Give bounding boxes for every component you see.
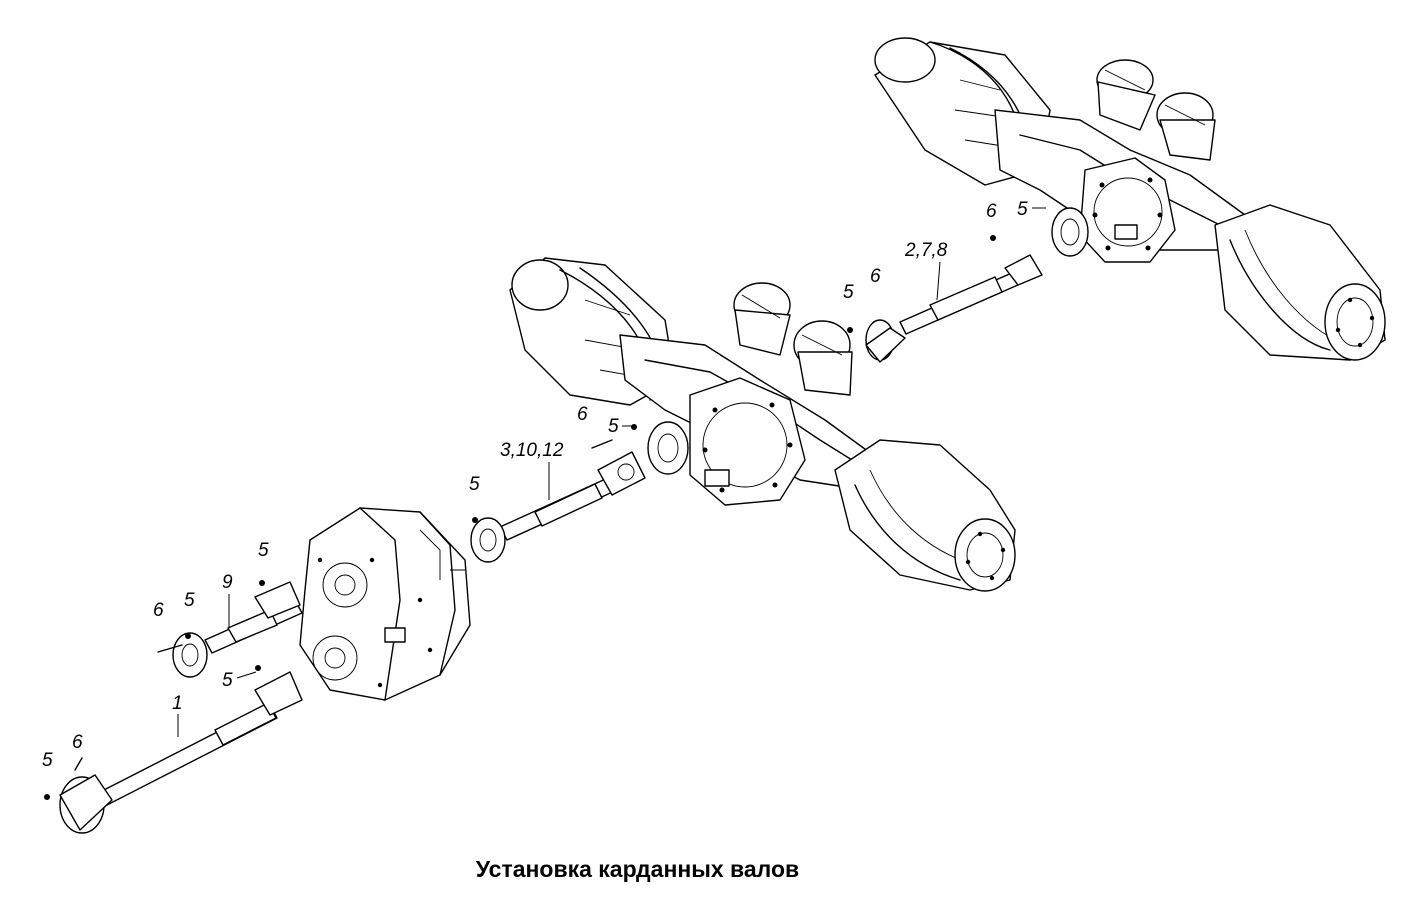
callout-5-front-axle: 5 <box>608 416 619 437</box>
callout-6-front-axle: 6 <box>577 404 588 425</box>
callout-6-mid-rear: 6 <box>870 266 881 287</box>
callout-1: 1 <box>172 693 183 714</box>
callout-9: 9 <box>222 572 233 593</box>
callout-6-shaft9: 6 <box>153 600 164 621</box>
callout-labels: 5 6 2,7,8 5 6 6 5 3,10,12 5 5 9 5 6 5 1 … <box>42 199 1046 771</box>
callout-3-10-12: 3,10,12 <box>500 440 564 461</box>
middle-drive-axle <box>509 257 1016 592</box>
callout-5-rear-flange: 5 <box>1017 199 1028 220</box>
callout-5-shaft9-mid: 5 <box>184 590 195 611</box>
diagram-caption: Установка карданных валов <box>475 856 800 882</box>
callout-5-shaft9-top: 5 <box>258 540 269 561</box>
callout-6-shaft1: 6 <box>72 732 83 753</box>
callout-5-shaft1-end: 5 <box>42 750 53 771</box>
callout-6-rear-bolt: 6 <box>986 201 997 222</box>
callout-5-mid-rear: 5 <box>843 282 854 303</box>
drive-shaft-9 <box>157 580 303 678</box>
rear-drive-axle <box>874 37 1386 361</box>
callout-2-7-8: 2,7,8 <box>904 240 948 261</box>
drive-shaft-3-10-12 <box>470 424 646 563</box>
callout-5-shaft1-near: 5 <box>222 670 233 691</box>
callout-5-shaft3-end: 5 <box>469 474 480 495</box>
transfer-case <box>299 507 471 701</box>
drive-shaft-2-7-8 <box>847 235 1043 363</box>
drive-shaft-1 <box>44 665 303 834</box>
